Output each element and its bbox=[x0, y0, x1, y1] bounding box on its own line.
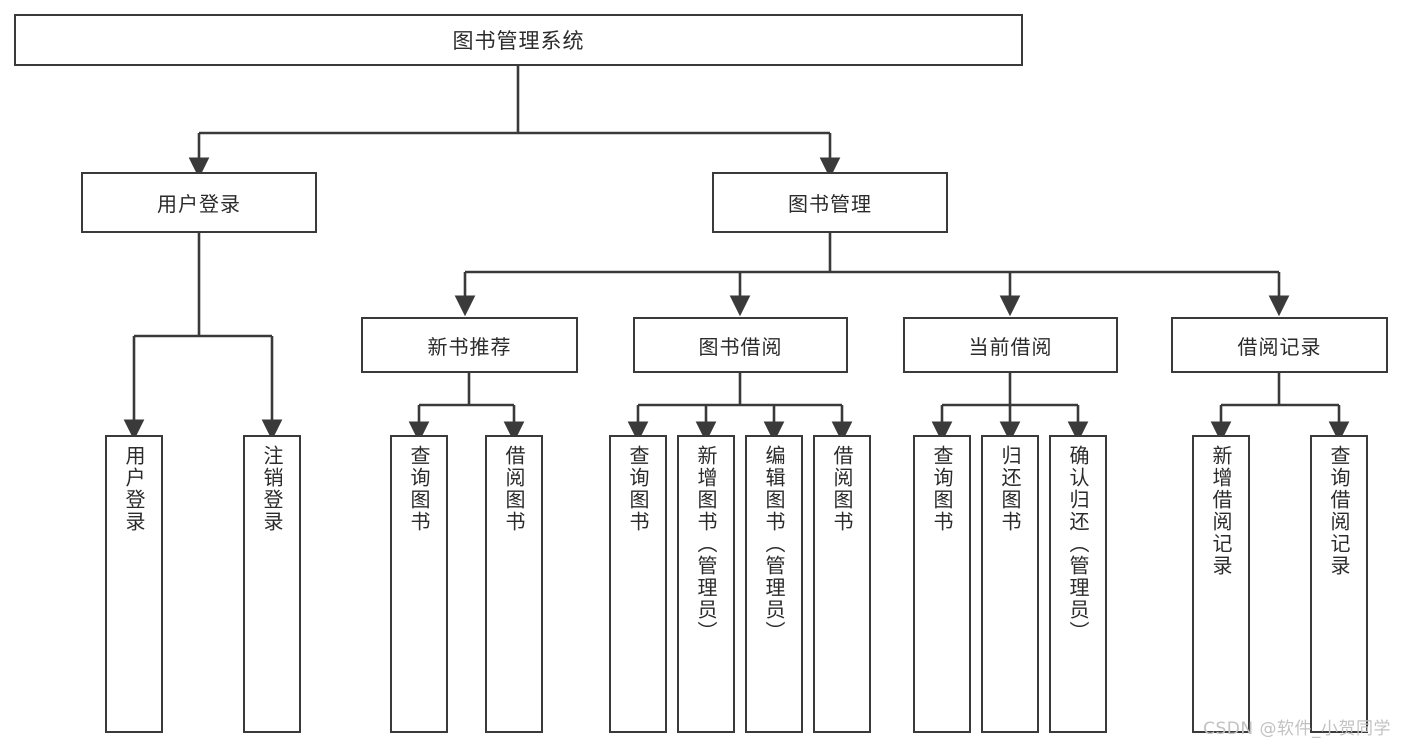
leaf-current-borrow-query-book[interactable]: 查询图书 bbox=[913, 435, 971, 733]
node-label: 编辑图书（管理员） bbox=[762, 445, 786, 643]
node-label: 当前借阅 bbox=[968, 334, 1053, 359]
node-label: 新增借阅记录 bbox=[1209, 445, 1233, 577]
node-book-borrow[interactable]: 图书借阅 bbox=[633, 317, 848, 373]
leaf-borrow-record-query-record[interactable]: 查询借阅记录 bbox=[1310, 435, 1368, 733]
node-borrow-record[interactable]: 借阅记录 bbox=[1171, 317, 1388, 373]
node-label: 注销登录 bbox=[260, 445, 284, 533]
node-label: 图书管理 bbox=[788, 192, 872, 216]
node-label: 图书管理系统 bbox=[452, 29, 585, 53]
node-label: 查询图书 bbox=[626, 445, 650, 533]
leaf-user-login-logout[interactable]: 注销登录 bbox=[243, 435, 301, 733]
node-label: 借阅图书 bbox=[502, 445, 526, 533]
node-root-book-management-system[interactable]: 图书管理系统 bbox=[14, 14, 1023, 66]
leaf-book-borrow-borrow-book[interactable]: 借阅图书 bbox=[813, 435, 871, 733]
node-label: 借阅图书 bbox=[830, 445, 854, 533]
leaf-user-login-login[interactable]: 用户登录 bbox=[105, 435, 163, 733]
leaf-borrow-record-add-record[interactable]: 新增借阅记录 bbox=[1192, 435, 1250, 733]
node-label: 新书推荐 bbox=[427, 334, 512, 359]
node-label: 查询图书 bbox=[930, 445, 954, 533]
node-label: 查询借阅记录 bbox=[1327, 445, 1351, 577]
node-new-book-recommend[interactable]: 新书推荐 bbox=[361, 317, 578, 373]
node-label: 用户登录 bbox=[157, 192, 241, 216]
watermark: CSDN @软件_小贺同学 bbox=[1203, 719, 1391, 739]
node-label: 确认归还（管理员） bbox=[1066, 445, 1090, 643]
leaf-new-book-borrow-book[interactable]: 借阅图书 bbox=[485, 435, 543, 733]
node-label: 借阅记录 bbox=[1237, 334, 1322, 359]
node-label: 归还图书 bbox=[998, 445, 1022, 533]
leaf-book-borrow-query-book[interactable]: 查询图书 bbox=[609, 435, 667, 733]
leaf-current-borrow-return-book[interactable]: 归还图书 bbox=[981, 435, 1039, 733]
leaf-book-borrow-edit-book-admin[interactable]: 编辑图书（管理员） bbox=[745, 435, 803, 733]
node-label: 用户登录 bbox=[122, 445, 146, 533]
node-current-borrow[interactable]: 当前借阅 bbox=[903, 317, 1118, 373]
node-book-management[interactable]: 图书管理 bbox=[712, 172, 948, 233]
node-label: 新增图书（管理员） bbox=[694, 445, 718, 643]
node-label: 查询图书 bbox=[407, 445, 431, 533]
node-label: 图书借阅 bbox=[698, 334, 783, 359]
leaf-new-book-query-book[interactable]: 查询图书 bbox=[390, 435, 448, 733]
leaf-book-borrow-add-book-admin[interactable]: 新增图书（管理员） bbox=[677, 435, 735, 733]
leaf-current-borrow-confirm-return-admin[interactable]: 确认归还（管理员） bbox=[1049, 435, 1107, 733]
node-user-login[interactable]: 用户登录 bbox=[81, 172, 317, 233]
